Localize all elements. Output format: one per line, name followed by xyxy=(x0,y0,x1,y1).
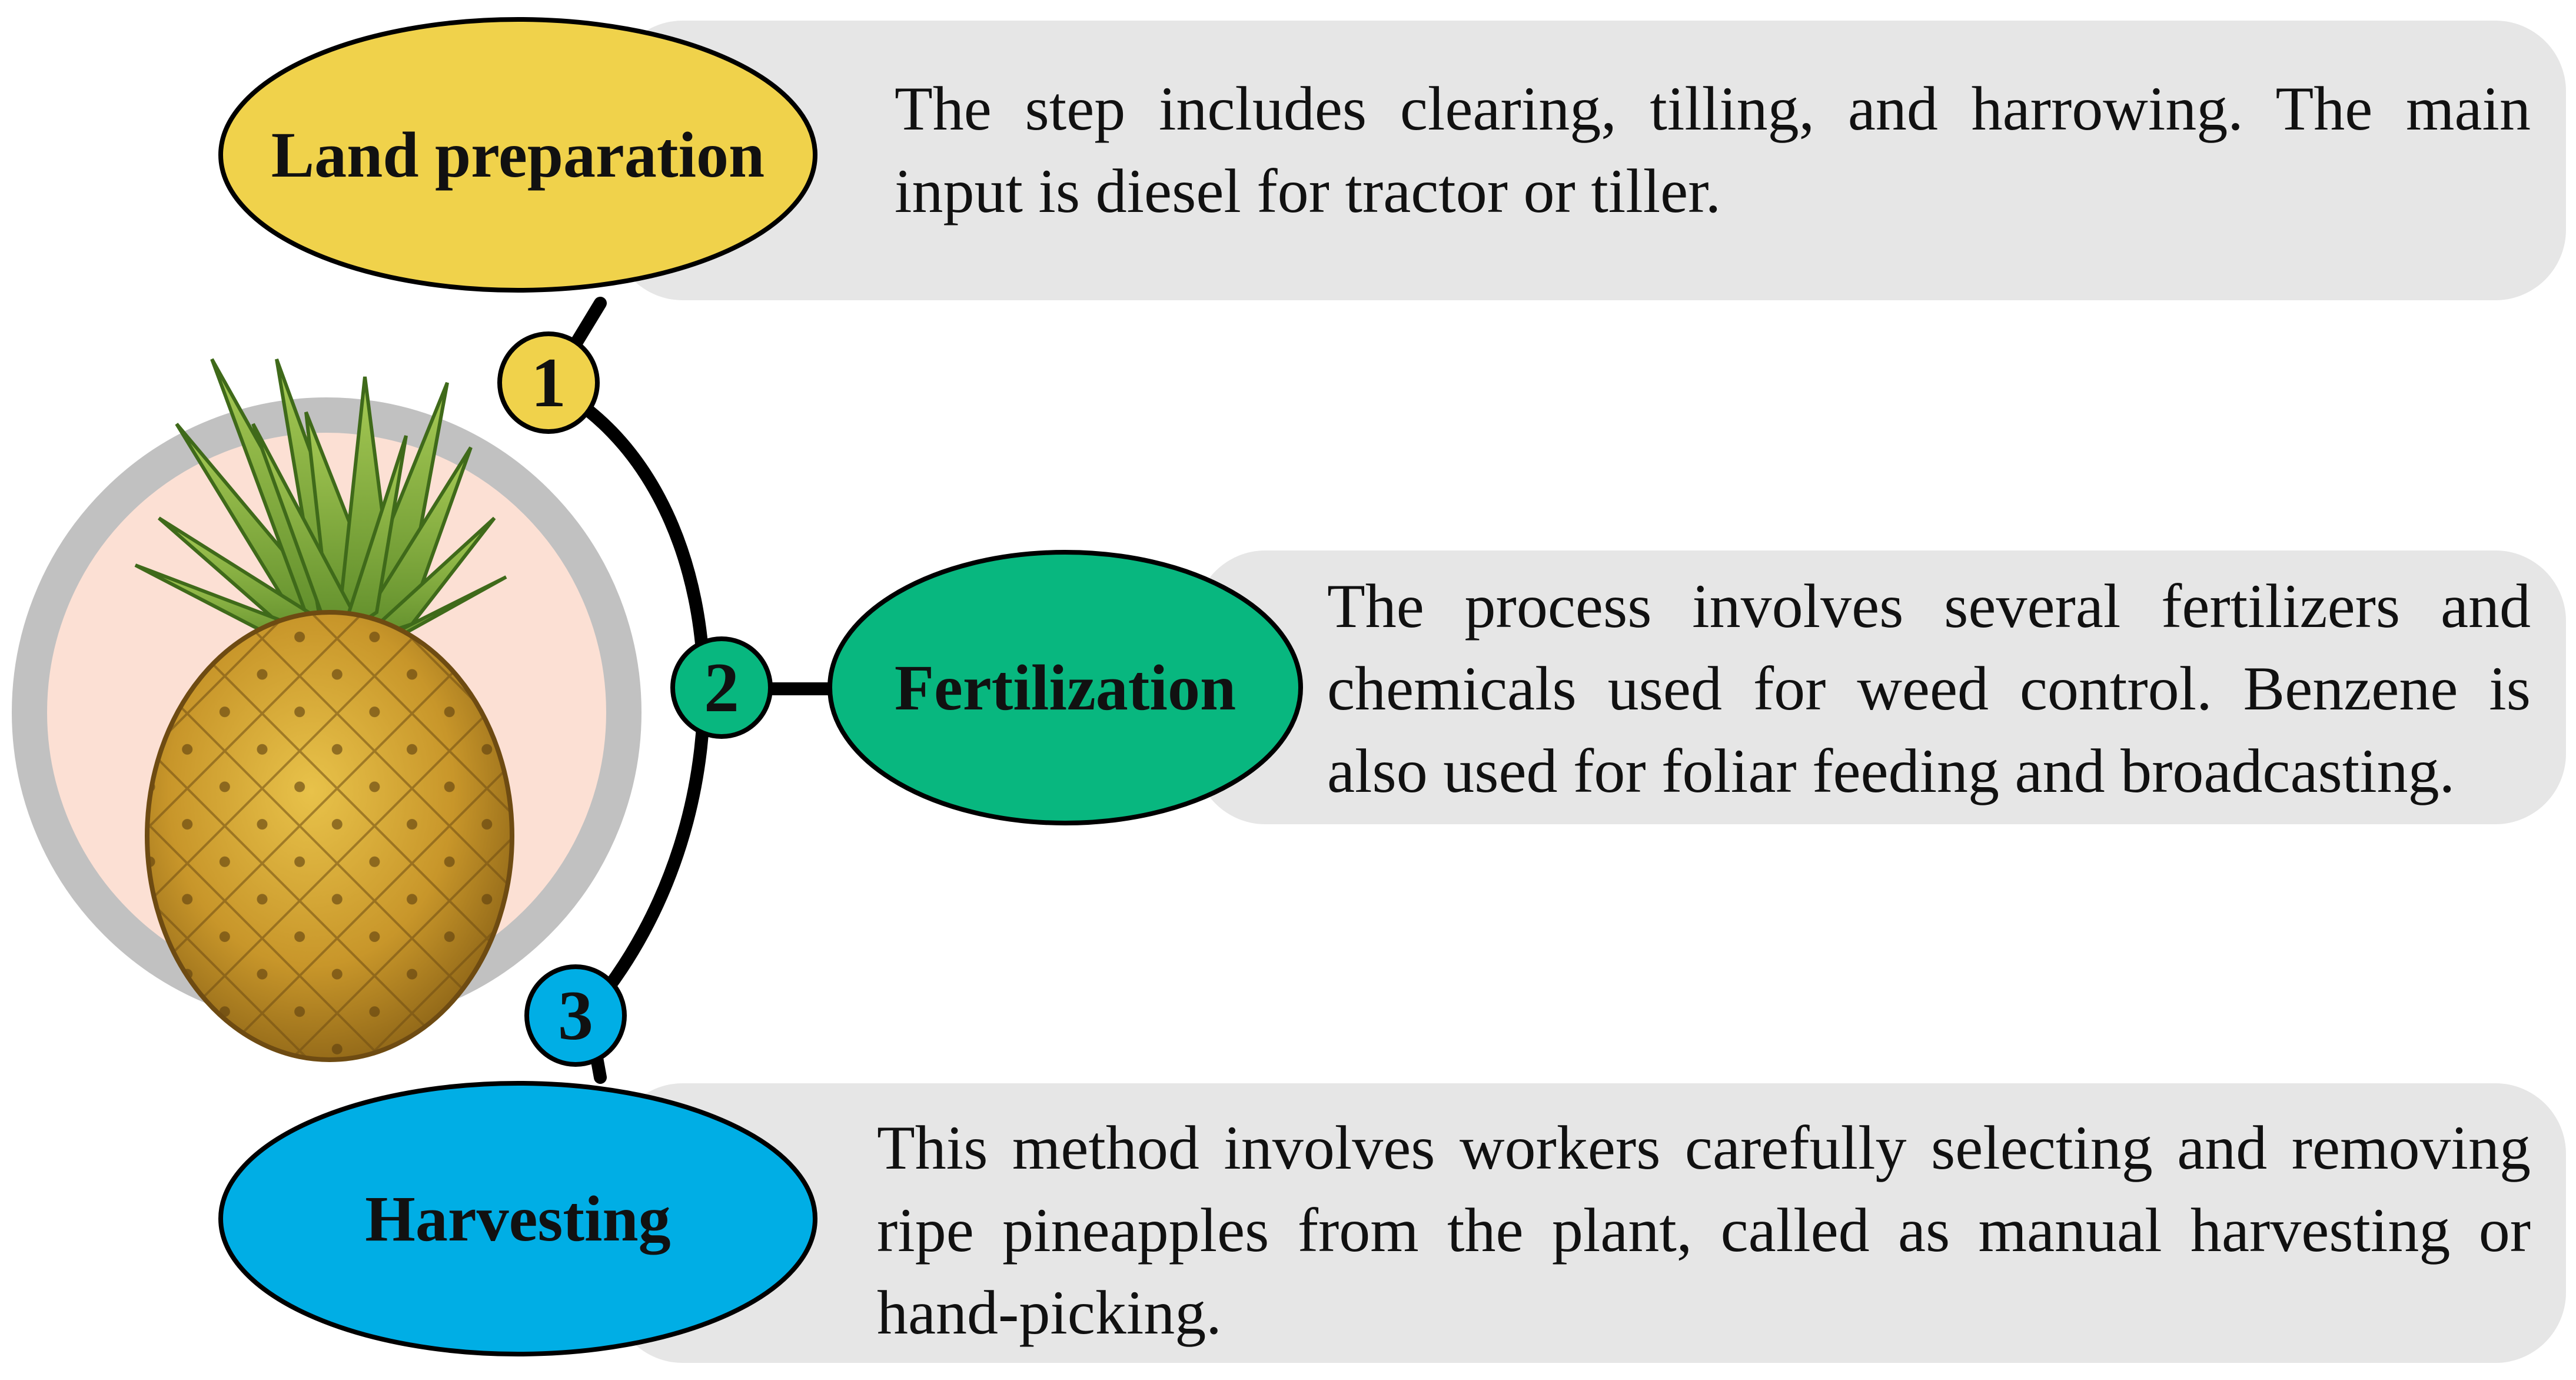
step-2-title: Fertilization xyxy=(894,651,1237,724)
panel-step-1 xyxy=(612,21,2566,300)
step-2-badge xyxy=(670,636,773,739)
step-1-number: 1 xyxy=(531,343,566,422)
step-2-description: The process involves several fertilizers… xyxy=(1327,572,2531,805)
panel-step-3 xyxy=(612,1083,2566,1363)
panel-step-2 xyxy=(1195,550,2566,824)
step-1-title: Land preparation xyxy=(271,118,765,191)
step-3-number: 3 xyxy=(558,976,593,1054)
step-1-badge xyxy=(497,331,600,434)
pineapple-icon xyxy=(12,358,641,1062)
step-3-title: Harvesting xyxy=(365,1182,671,1255)
step-2-ellipse xyxy=(827,550,1303,825)
step-1-ellipse xyxy=(218,17,817,293)
step-2-number: 2 xyxy=(704,648,739,727)
step-3-ellipse xyxy=(218,1081,817,1356)
step-3-description: This method involves workers carefully s… xyxy=(877,1113,2531,1347)
step-1-description: The step includes clearing, tilling, and… xyxy=(895,74,2531,225)
step-3-badge xyxy=(524,964,627,1067)
